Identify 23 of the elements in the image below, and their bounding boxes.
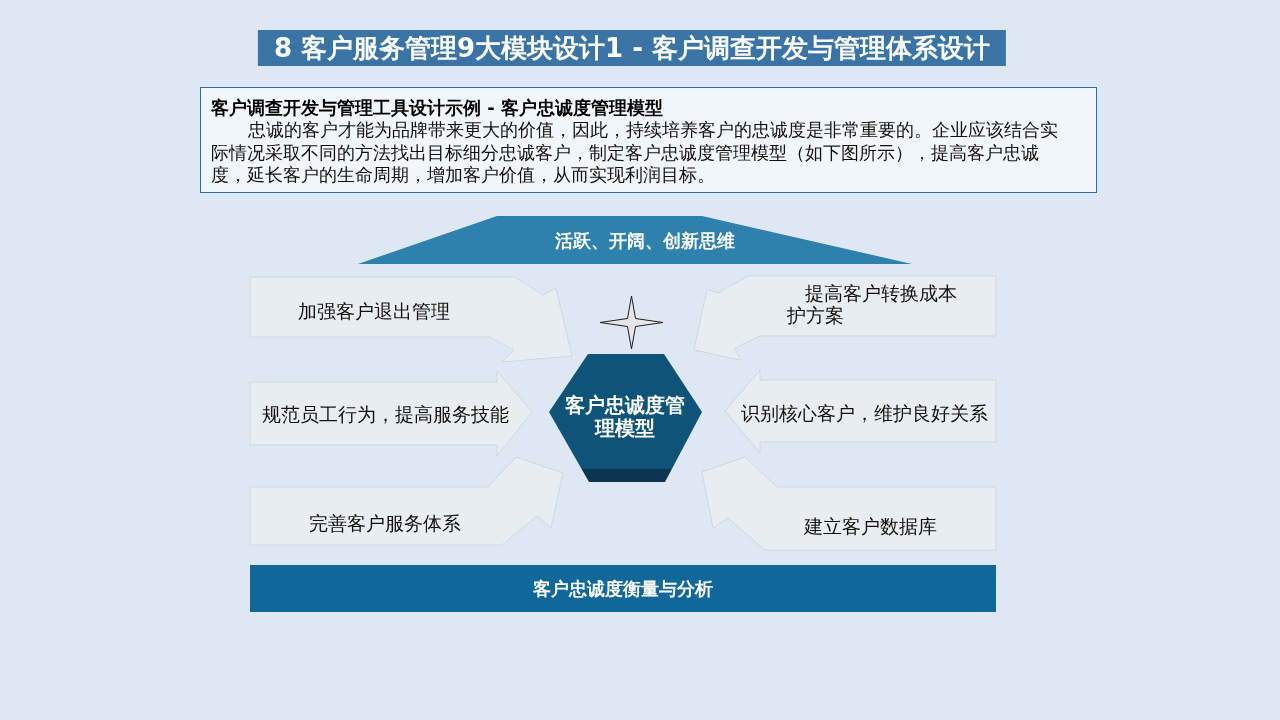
center-hexagon xyxy=(549,354,702,482)
panel-label: 加强客户退出管理 xyxy=(298,300,450,322)
text-panel xyxy=(200,87,1097,193)
pointed-panel xyxy=(250,277,572,362)
banner-label: 活跃、开阔、创新思维 xyxy=(555,230,735,252)
pointed-panel xyxy=(725,370,996,453)
panel-label: 建立客户数据库 xyxy=(804,515,937,537)
slide-title: 8 客户服务管理9大模块设计1 - 客户调查开发与管理体系设计 xyxy=(257,30,1007,66)
trapezoid-banner xyxy=(358,216,912,264)
star-icon xyxy=(599,295,664,350)
panel-label: 规范员工行为，提高服务技能 xyxy=(262,403,509,425)
panel-label: 提高客户转换成本护方案 xyxy=(787,282,958,326)
hexagon-label: 客户忠诚度管理模型 xyxy=(564,394,686,440)
pointed-panel xyxy=(250,371,532,456)
panel-paragraph: 忠诚的客户才能为品牌带来更大的价值，因此，持续培养客户的忠诚度是非常重要的。企业应该结合实际情况采取不同的方法找出目标细分忠诚客户，制定客户忠诚度管理模型（如下图所示），提高客户忠诚度，延长客户的生命周期，增加客户价值，从而实现利润目标。 xyxy=(211,119,1059,187)
banner-label: 客户忠诚度衡量与分析 xyxy=(533,578,713,600)
bottom-banner xyxy=(250,565,996,612)
panel-label: 完善客户服务体系 xyxy=(309,512,461,534)
pointed-panel xyxy=(694,276,996,360)
panel-heading: 客户调查开发与管理工具设计示例 - 客户忠诚度管理模型 xyxy=(211,97,663,119)
pointed-panel xyxy=(702,457,996,550)
pointed-panel xyxy=(250,457,563,545)
panel-label: 识别核心客户，维护良好关系 xyxy=(741,402,988,424)
